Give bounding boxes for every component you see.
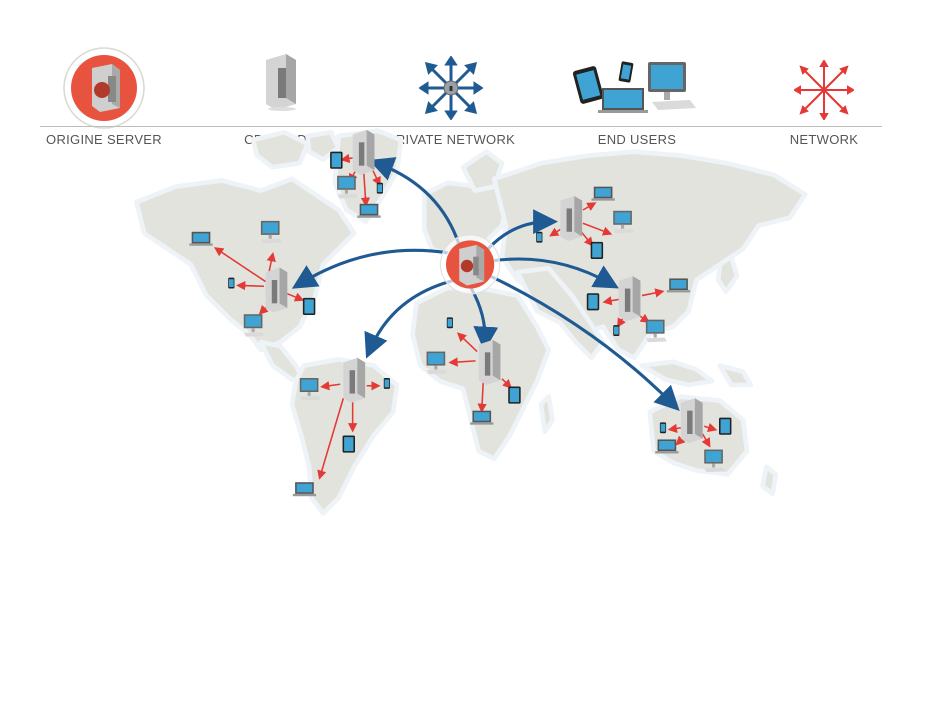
world-map-diagram bbox=[134, 128, 808, 516]
cdn-node-russia bbox=[560, 196, 583, 242]
legend-label-origin-server: ORIGINE SERVER bbox=[46, 132, 162, 147]
network-icon bbox=[794, 60, 854, 120]
cdn-node-south-america bbox=[343, 357, 366, 403]
legend-label-private-network: PRIVATE NETWORK bbox=[386, 132, 516, 147]
legend: ORIGINE SERVER CDN NODE PRIVATE NETWORK … bbox=[0, 0, 948, 160]
legend-label-network: NETWORK bbox=[789, 132, 859, 147]
legend-divider bbox=[40, 126, 882, 127]
private-network-icon bbox=[419, 56, 483, 120]
origin-server-icon bbox=[62, 46, 146, 130]
cdn-node-asia bbox=[618, 276, 641, 322]
private-network-links bbox=[291, 157, 680, 412]
cdn-node-icon bbox=[262, 52, 302, 112]
legend-label-end-users: END USERS bbox=[597, 132, 677, 147]
cdn-node-australia bbox=[680, 398, 703, 444]
end-users-icon bbox=[572, 58, 702, 116]
cdn-node-africa bbox=[478, 339, 501, 385]
cdn-node-north-america bbox=[265, 267, 288, 313]
network-links bbox=[213, 153, 718, 480]
cdn-node-greenland bbox=[352, 129, 375, 175]
origin-server bbox=[439, 234, 501, 295]
